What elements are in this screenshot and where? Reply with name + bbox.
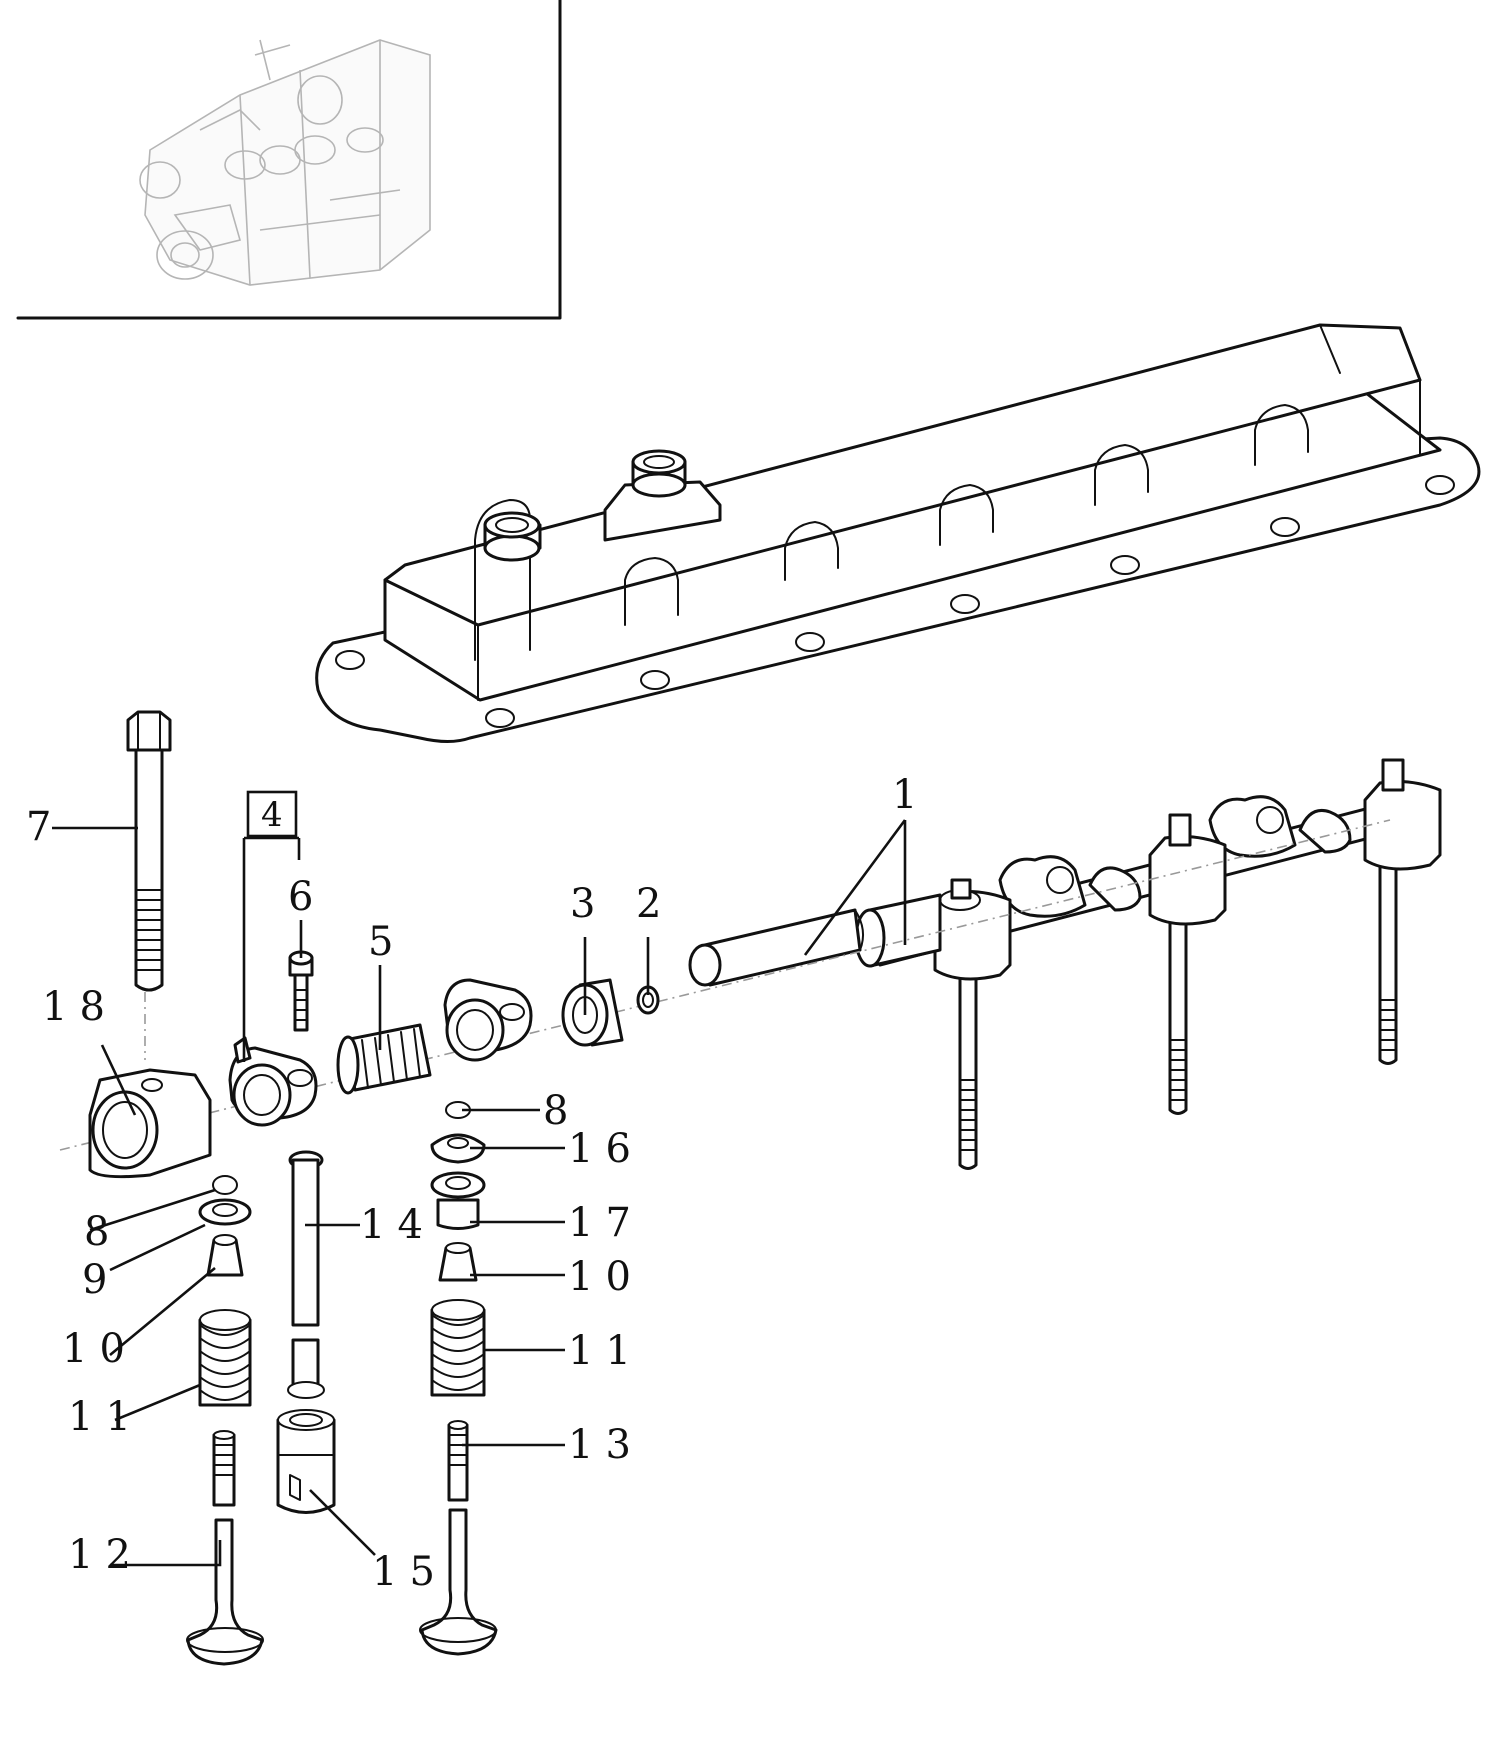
part-rocker-pedestal	[88, 1068, 212, 1179]
assembly-pedestals	[933, 758, 1442, 981]
part-adjusting-screw	[288, 950, 314, 1032]
leader-lines	[52, 819, 907, 1567]
callout-4-boxed: 4	[261, 795, 283, 835]
flange-bolt-holes	[335, 475, 1455, 728]
callout-14: 14	[360, 1202, 435, 1248]
cover-boss-left	[483, 511, 542, 562]
callout-6: 6	[288, 874, 325, 920]
callout-box-4	[246, 790, 298, 838]
engine-locator-inset	[16, 0, 562, 320]
rocker-shaft-pieces	[688, 908, 865, 987]
engine-thumbnail-icon	[139, 39, 431, 286]
callout-11-right: 11	[568, 1328, 643, 1374]
part-rocker-arm-right	[443, 978, 533, 1062]
callout-10-right: 10	[568, 1254, 643, 1300]
callout-15: 15	[372, 1549, 447, 1595]
rocker-cover	[315, 323, 1481, 743]
callout-8-right: 8	[543, 1088, 580, 1134]
callout-10-left: 10	[62, 1326, 137, 1372]
part-rocker-spring	[336, 1023, 432, 1095]
part-push-rod	[276, 1150, 336, 1514]
callout-8-left: 8	[84, 1209, 121, 1255]
callout-9: 9	[82, 1257, 119, 1303]
callout-11-left: 11	[68, 1394, 143, 1440]
part-spring-washer	[561, 978, 624, 1047]
callout-18: 18	[42, 984, 117, 1030]
cover-boss-center	[603, 449, 722, 542]
rocker-shaft-assembly	[854, 758, 1442, 1170]
part-rocker-arm-left	[228, 1036, 318, 1127]
callout-5: 5	[368, 919, 405, 965]
part-right-valve-stack	[419, 1101, 498, 1656]
assembly-rocker-arms	[998, 795, 1352, 918]
callout-3: 3	[570, 881, 607, 927]
callout-2: 2	[636, 881, 673, 927]
assembly-studs	[958, 863, 1398, 1170]
shaft-end-section	[854, 893, 942, 968]
callout-labels: 1 2 3 4 5 6 7 18 8 9 10 11 12 14 15 8 16…	[26, 772, 929, 1595]
callout-13: 13	[568, 1422, 643, 1468]
callout-12: 12	[68, 1532, 143, 1578]
callout-17: 17	[568, 1200, 643, 1246]
callout-7: 7	[26, 804, 63, 850]
callout-16: 16	[568, 1126, 643, 1172]
part-left-valve-stack	[186, 1175, 264, 1666]
part-bolt-long	[126, 710, 172, 992]
callout-1: 1	[892, 772, 929, 818]
cover-ribs	[474, 404, 1309, 661]
